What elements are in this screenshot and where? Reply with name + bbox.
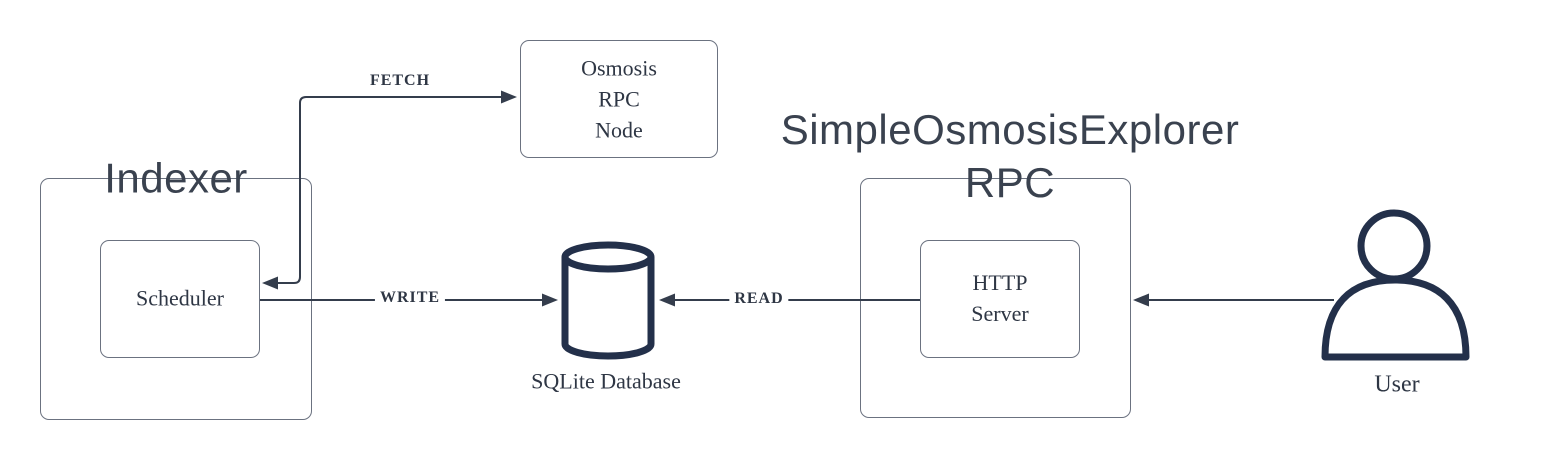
user-request-arrowhead <box>1133 293 1149 307</box>
read-arrowhead <box>659 293 675 307</box>
http-server-node-label: HTTP Server <box>971 270 1029 326</box>
person-icon <box>1321 209 1470 361</box>
read-edge <box>659 293 920 307</box>
fetch-edge <box>262 90 517 290</box>
explorer-group-box <box>860 178 1131 418</box>
fetch-arrowhead-to-scheduler <box>262 276 278 290</box>
http-server-node-box <box>920 240 1080 358</box>
scheduler-node-box <box>100 240 260 358</box>
sqlite-database-label: SQLite Database <box>531 368 681 394</box>
explorer-group-title: SimpleOsmosisExplorer RPC <box>780 106 1240 206</box>
osmosis-rpc-node-label: Osmosis RPC Node <box>581 55 657 143</box>
read-edge-label: READ <box>729 290 789 308</box>
osmosis-rpc-node-box <box>520 40 718 158</box>
user-label: User <box>1374 371 1420 398</box>
user-request-edge <box>1133 293 1334 307</box>
indexer-group-title: Indexer <box>104 154 248 202</box>
write-edge-label: WRITE <box>374 289 446 307</box>
write-arrowhead <box>542 293 558 307</box>
fetch-edge-label: FETCH <box>369 72 431 89</box>
scheduler-node-label: Scheduler <box>136 285 224 311</box>
fetch-arrowhead-to-node <box>501 90 517 104</box>
database-cylinder-icon <box>561 241 655 360</box>
